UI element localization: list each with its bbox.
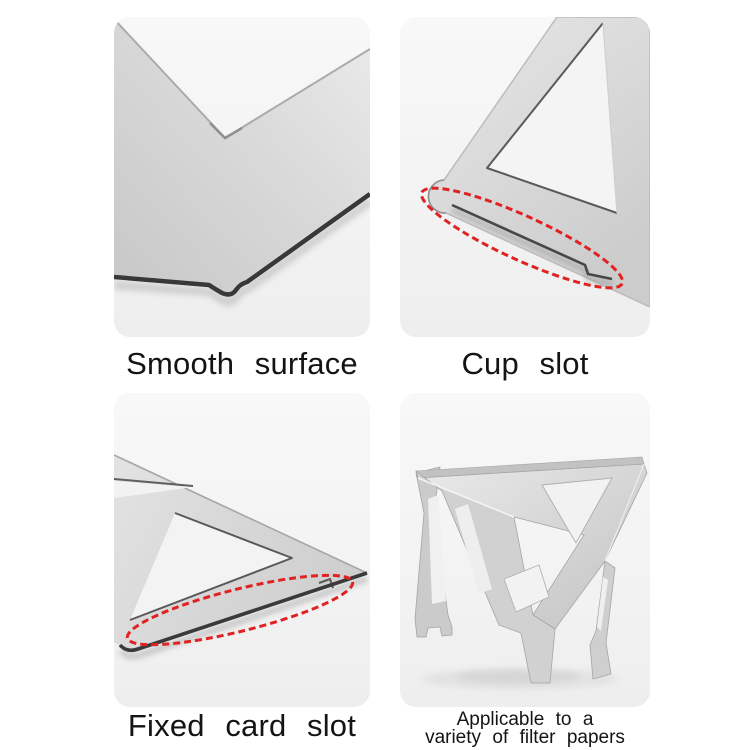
caption-line-1: Applicable to a [456,709,594,730]
photo-assembled-stand [400,393,650,707]
feature-label-cup-slot: Cup slot [461,346,589,381]
feature-label-smooth-surface: Smooth surface [126,346,358,381]
assembled-dripper-stand-illustration [414,456,648,690]
feature-label-fixed-card-slot: Fixed card slot [127,708,357,743]
metal-plate-corner-illustration [114,18,370,306]
fixed-card-slot-illustration [114,454,369,660]
cup-slot-illustration [419,17,650,308]
photo-cup-slot [400,17,650,337]
photo-fixed-card-slot [114,393,370,707]
photo-smooth-surface [114,17,370,337]
red-dashed-highlight [125,573,355,647]
feature-caption-filter-papers: Applicable to a variety of filter papers [395,709,655,748]
caption-line-2: variety of filter papers [425,727,625,748]
